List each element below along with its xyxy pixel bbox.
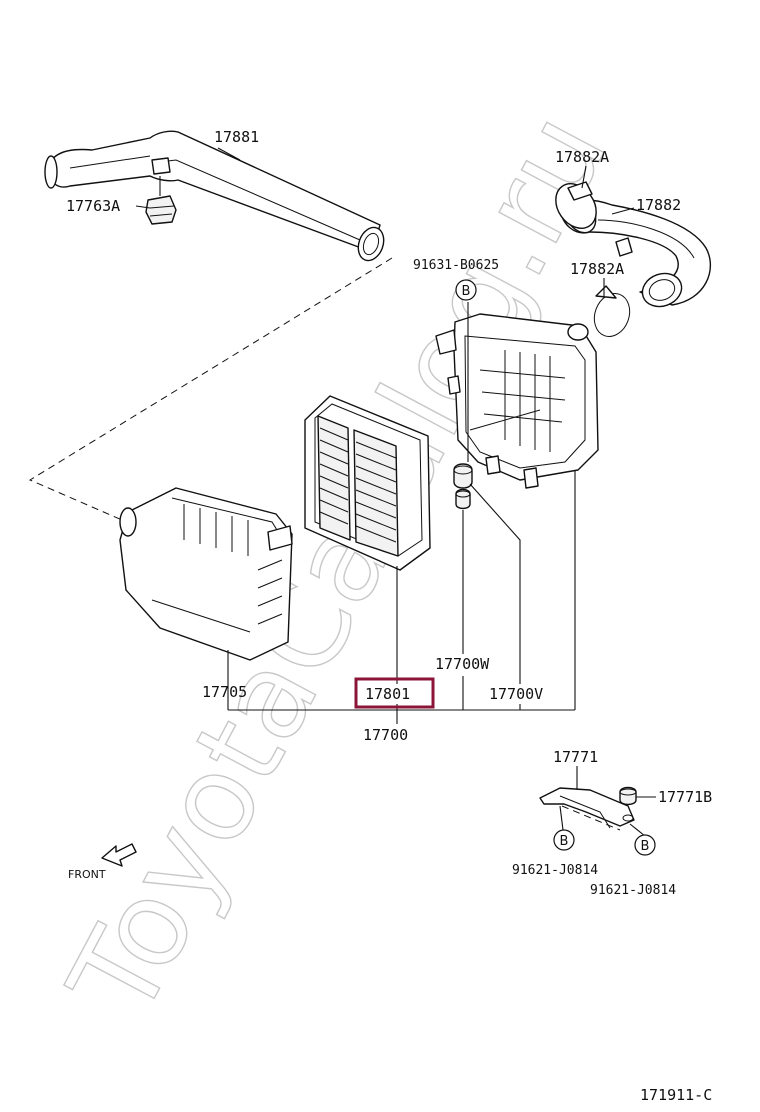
bracket-17771[interactable]: [539, 766, 646, 837]
label-17705[interactable]: 17705: [202, 683, 247, 701]
label-91621-J0814-b[interactable]: 91621-J0814: [590, 883, 676, 898]
label-17700V[interactable]: 17700V: [489, 685, 543, 703]
label-17700W[interactable]: 17700W: [435, 655, 490, 673]
front-label: FRONT: [68, 868, 106, 881]
bolt-marker-letter: B: [641, 839, 650, 854]
label-17763A[interactable]: 17763A: [66, 197, 120, 215]
label-17700[interactable]: 17700: [363, 726, 408, 744]
intake-hose-17881[interactable]: [44, 130, 388, 264]
diagram-code: 171911-C: [640, 1086, 712, 1104]
grommet-17700W[interactable]: [453, 463, 473, 510]
label-17882A-top[interactable]: 17882A: [555, 148, 609, 166]
label-17771B[interactable]: 17771B: [658, 788, 712, 806]
clamp-17882A-top[interactable]: [547, 176, 604, 236]
upper-leader-lines: [135, 147, 635, 296]
grommet-17763A[interactable]: [145, 176, 177, 225]
assembly-leader-lines: [227, 302, 576, 724]
front-arrow-icon: [101, 843, 137, 867]
assembly-dashed-line: [28, 257, 393, 521]
front-direction-indicator: FRONT: [68, 843, 137, 881]
bolt-marker-letter: B: [560, 834, 569, 849]
bolt-marker-91621-b: B: [634, 834, 656, 856]
air-cleaner-cap[interactable]: [435, 313, 599, 489]
label-17771[interactable]: 17771: [553, 748, 598, 766]
highlight-box-17801: [354, 677, 435, 709]
air-cleaner-case-17705[interactable]: [119, 487, 293, 661]
bolt-marker-letter: B: [462, 284, 471, 299]
clamp-17882A-bottom[interactable]: [589, 285, 636, 341]
label-17881[interactable]: 17881: [214, 128, 259, 146]
bolt-marker-91621-a: B: [553, 829, 575, 851]
label-17882A-bottom[interactable]: 17882A: [570, 260, 624, 278]
air-filter-element-17801[interactable]: [304, 395, 431, 571]
label-17882[interactable]: 17882: [636, 196, 681, 214]
label-17801[interactable]: 17801: [365, 685, 410, 703]
nut-17771B[interactable]: [619, 786, 656, 806]
label-91631-B0625[interactable]: 91631-B0625: [413, 258, 499, 273]
label-91621-J0814-a[interactable]: 91621-J0814: [512, 863, 598, 878]
bolt-marker-91631: B: [455, 279, 477, 301]
